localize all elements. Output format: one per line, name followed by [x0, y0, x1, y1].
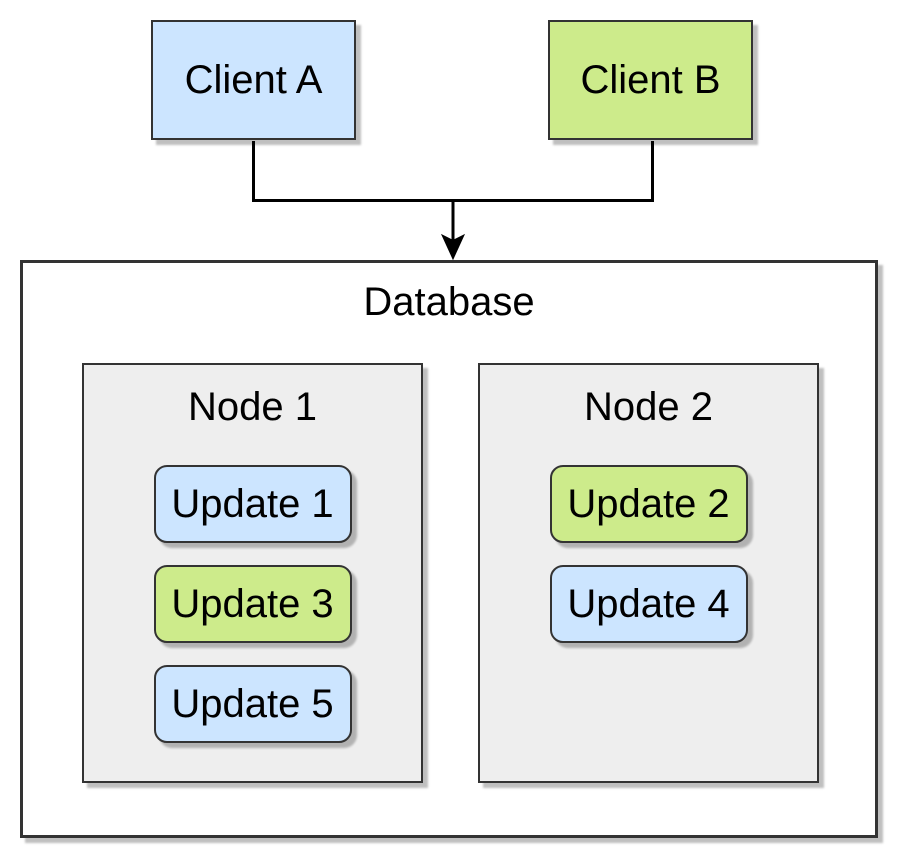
arrowhead-icon: [440, 233, 466, 261]
node-2-title: Node 2: [584, 385, 713, 429]
update-2-pill: Update 2: [549, 465, 748, 543]
client-a-box: Client A: [151, 20, 356, 140]
update-3-label: Update 3: [171, 581, 334, 626]
update-4-label: Update 4: [567, 581, 730, 626]
update-5-pill: Update 5: [153, 665, 352, 743]
client-b-box: Client B: [548, 20, 753, 140]
client-a-label: Client A: [184, 57, 323, 102]
node-1-title: Node 1: [188, 385, 317, 429]
update-1-label: Update 1: [171, 481, 334, 526]
update-3-pill: Update 3: [153, 565, 352, 643]
client-b-label: Client B: [580, 57, 721, 102]
update-2-label: Update 2: [567, 481, 730, 526]
update-4-pill: Update 4: [549, 565, 748, 643]
update-1-pill: Update 1: [153, 465, 352, 543]
database-box: Database Node 1 Update 1 Update 3 Update…: [20, 260, 878, 838]
update-5-label: Update 5: [171, 681, 334, 726]
database-title: Database: [363, 280, 535, 324]
node-1-box: Node 1 Update 1 Update 3 Update 5: [82, 363, 423, 783]
clients-to-database-connector: [252, 141, 654, 261]
node-2-box: Node 2 Update 2 Update 4: [478, 363, 819, 783]
